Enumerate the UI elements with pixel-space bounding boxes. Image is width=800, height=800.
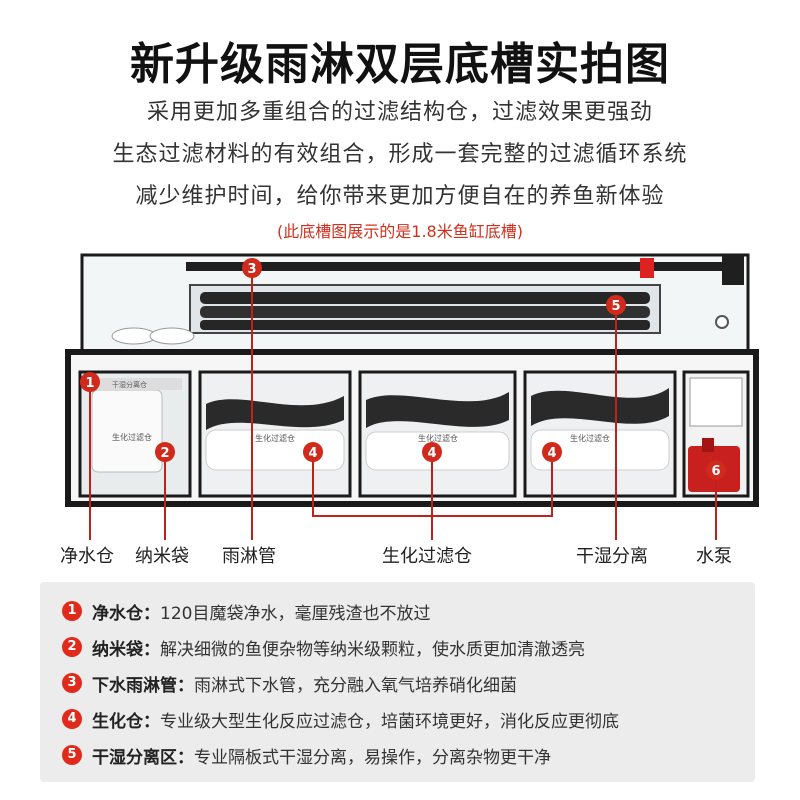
- upper-sponge-1: [200, 292, 650, 304]
- marker-3: [242, 258, 262, 278]
- feature-colon: ：: [177, 747, 194, 768]
- sponge-3: [366, 392, 509, 428]
- page-title: 新升级雨淋双层底槽实拍图: [130, 39, 670, 90]
- subtitle-line-1: 采用更加多重组合的过滤结构仓，过滤效果更强劲: [146, 100, 653, 125]
- markers: 1 2 3 4 4 4 5 6: [80, 258, 726, 480]
- feature-name: 生化仓: [92, 711, 143, 732]
- size-note: (此底槽图展示的是1.8米鱼缸底槽): [277, 222, 523, 241]
- marker-5-num: 5: [611, 299, 620, 314]
- feature-number-badge: 2: [62, 637, 82, 657]
- rain-pipe-end: [722, 255, 744, 285]
- callout-label-clean-chamber: 净水仓: [60, 546, 114, 567]
- feature-description: 解决细微的鱼便杂物等纳米级颗粒，使水质更加清澈透亮: [160, 639, 585, 660]
- marker-1-num: 1: [85, 376, 94, 391]
- feature-description: 雨淋式下水管，充分融入氧气培养硝化细菌: [194, 675, 517, 696]
- feature-colon: ：: [143, 639, 160, 660]
- feature-number-badge: 4: [62, 709, 82, 729]
- marker-4c: [542, 442, 562, 462]
- cup-tray: [86, 378, 182, 390]
- feature-row: 1 净水仓： 120目魔袋净水，毫厘残渣也不放过: [62, 598, 430, 624]
- upper-sponge-3: [200, 320, 650, 330]
- feature-panel: 1 净水仓： 120目魔袋净水，毫厘残渣也不放过 2 纳米袋： 解决细微的鱼便杂…: [40, 582, 755, 782]
- rain-pipe: [186, 262, 726, 271]
- marker-4a: [303, 442, 323, 462]
- marker-4b-num: 4: [427, 446, 436, 461]
- feature-description: 专业级大型生化反应过滤仓，培菌环境更好，消化反应更彻底: [160, 711, 619, 732]
- callout-label-nano-bag: 纳米袋: [135, 546, 189, 567]
- sponge-2: [206, 396, 344, 430]
- feature-name: 干湿分离区: [92, 747, 177, 768]
- marker-6-num: 6: [711, 464, 720, 479]
- feature-name: 下水雨淋管: [92, 675, 177, 696]
- tank-text-3: 生化过滤仓: [570, 433, 610, 443]
- tank-text-2: 生化过滤仓: [418, 433, 458, 443]
- marker-4b: [422, 442, 442, 462]
- feature-number-badge: 5: [62, 745, 82, 765]
- marker-4a-num: 4: [308, 446, 317, 461]
- valve: [640, 258, 654, 278]
- feature-row: 5 干湿分离区： 专业隔板式干湿分离，易操作，分离杂物更干净: [62, 742, 551, 768]
- feature-number-badge: 1: [62, 601, 82, 621]
- feature-number-badge: 3: [62, 673, 82, 693]
- cup-2: [149, 327, 195, 345]
- filter-bag: [91, 389, 163, 473]
- feature-row: 3 下水雨淋管： 雨淋式下水管，充分融入氧气培养硝化细菌: [62, 670, 517, 696]
- marker-2-num: 2: [160, 446, 169, 461]
- sump-tank-photo: 生化过滤仓 生化过滤仓 生化过滤仓 生化过滤仓 干湿分离仓 1 2 3 4 4 …: [65, 253, 759, 540]
- brand-text: 干湿分离仓: [112, 380, 147, 389]
- feature-name: 净水仓: [92, 603, 143, 624]
- marker-4c-num: 4: [547, 446, 556, 461]
- callout-label-wet-dry: 干湿分离: [576, 546, 648, 567]
- label-plate: [689, 377, 743, 427]
- tank-text-1: 生化过滤仓: [255, 433, 295, 443]
- callout-label-bio-chamber: 生化过滤仓: [382, 546, 472, 567]
- sponge-4: [531, 388, 669, 426]
- marker-5: [606, 295, 626, 315]
- marker-1: [80, 372, 100, 392]
- marker-6: [706, 460, 726, 480]
- feature-name: 纳米袋: [92, 639, 143, 660]
- cup-1: [111, 327, 157, 345]
- feature-description: 专业隔板式干湿分离，易操作，分离杂物更干净: [194, 747, 551, 768]
- feature-row: 4 生化仓： 专业级大型生化反应过滤仓，培菌环境更好，消化反应更彻底: [62, 706, 619, 732]
- pump-top: [702, 438, 714, 452]
- feature-colon: ：: [143, 711, 160, 732]
- media-4: [530, 429, 670, 471]
- feature-colon: ：: [177, 675, 194, 696]
- marker-3-num: 3: [247, 262, 256, 277]
- callout-label-pump: 水泵: [696, 546, 732, 567]
- feature-row: 2 纳米袋： 解决细微的鱼便杂物等纳米级颗粒，使水质更加清澈透亮: [62, 634, 585, 660]
- overflow-hole: [715, 315, 729, 329]
- callout-label-rain-pipe: 雨淋管: [222, 546, 276, 567]
- feature-description: 120目魔袋净水，毫厘残渣也不放过: [160, 603, 431, 624]
- upper-sponge-2: [200, 306, 650, 318]
- compartment-text: 生化过滤仓: [112, 432, 152, 442]
- marker-2: [155, 442, 175, 462]
- subtitle-line-2: 生态过滤材料的有效组合，形成一套完整的过滤循环系统: [112, 142, 688, 167]
- subtitle-line-3: 减少维护时间，给你带来更加方便自在的养鱼新体验: [135, 184, 665, 209]
- feature-colon: ：: [143, 603, 160, 624]
